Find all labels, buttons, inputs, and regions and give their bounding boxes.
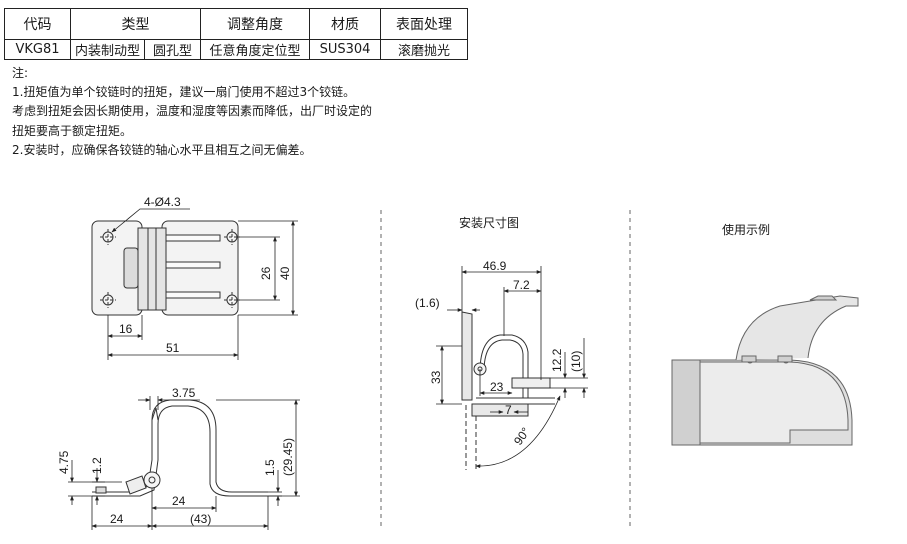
note-line: 1.扭矩值为单个铰链时的扭矩，建议一扇门使用不超过3个铰链。 [12, 85, 356, 100]
cell-type-2: 圆孔型 [144, 39, 202, 60]
note-line: 扭矩要高于额定扭矩。 [12, 123, 133, 138]
cell-type-1: 内装制动型 [69, 39, 146, 60]
dim-26: 26 [259, 266, 273, 280]
dim-33: 33 [429, 370, 443, 384]
install-size-caption: 安装尺寸图 [459, 216, 520, 230]
header-code: 代码 [4, 8, 71, 40]
cell-material: SUS304 [309, 39, 382, 60]
spec-table-header-row: 代码 类型 调整角度 材质 表面处理 [4, 8, 469, 40]
hinge-top-view [91, 220, 240, 316]
dim-1.2: 1.2 [90, 457, 104, 474]
dim-3.75: 3.75 [172, 386, 196, 400]
dim-4.75: 4.75 [57, 450, 71, 474]
dim-46.9: 46.9 [483, 259, 507, 273]
dim-1.6: (1.6) [415, 296, 440, 310]
dim-1.5: 1.5 [263, 459, 277, 476]
note-line: 2.安装时，应确保各铰链的轴心水平且相互之间无偏差。 [12, 142, 312, 157]
cell-angle: 任意角度定位型 [200, 39, 311, 60]
dim-10: (10) [569, 351, 583, 372]
dim-51: 51 [166, 341, 180, 355]
spec-table-row: VKG81 内装制动型 圆孔型 任意角度定位型 SUS304 滚磨抛光 [4, 39, 469, 60]
spec-table: 代码 类型 调整角度 材质 表面处理 VKG81 内装制动型 圆孔型 任意角度定… [4, 8, 469, 60]
header-surface: 表面处理 [380, 8, 469, 40]
side-view-dimensions [68, 396, 300, 530]
dim-holes: 4-Ø4.3 [144, 195, 181, 209]
dim-23: 23 [490, 380, 504, 394]
dim-29.45: (29.45) [281, 438, 295, 476]
usage-example-caption: 使用示例 [722, 223, 771, 237]
dim-7: 7 [505, 403, 512, 417]
install-dimensions [436, 266, 588, 469]
dim-7.2: 7.2 [513, 278, 530, 292]
dim-12.2: 12.2 [550, 348, 564, 372]
dim-16: 16 [119, 322, 133, 336]
header-material: 材质 [309, 8, 382, 40]
dim-24-lower: 24 [110, 512, 124, 526]
dim-43: (43) [190, 512, 211, 526]
dim-24-upper: 24 [172, 494, 186, 508]
header-type: 类型 [69, 8, 202, 40]
note-title: 注: [12, 66, 29, 80]
top-view-dimensions [107, 208, 298, 360]
dim-40: 40 [278, 266, 292, 280]
notes: 注: 1.扭矩值为单个铰链时的扭矩，建议一扇门使用不超过3个铰链。 考虑到扭矩会… [12, 64, 372, 160]
usage-example-illustration [671, 295, 859, 446]
note-line: 考虑到扭矩会因长期使用，温度和湿度等因素而降低，出厂时设定的 [12, 104, 373, 119]
hinge-side-view [92, 399, 268, 497]
cell-surface: 滚磨抛光 [380, 39, 469, 60]
